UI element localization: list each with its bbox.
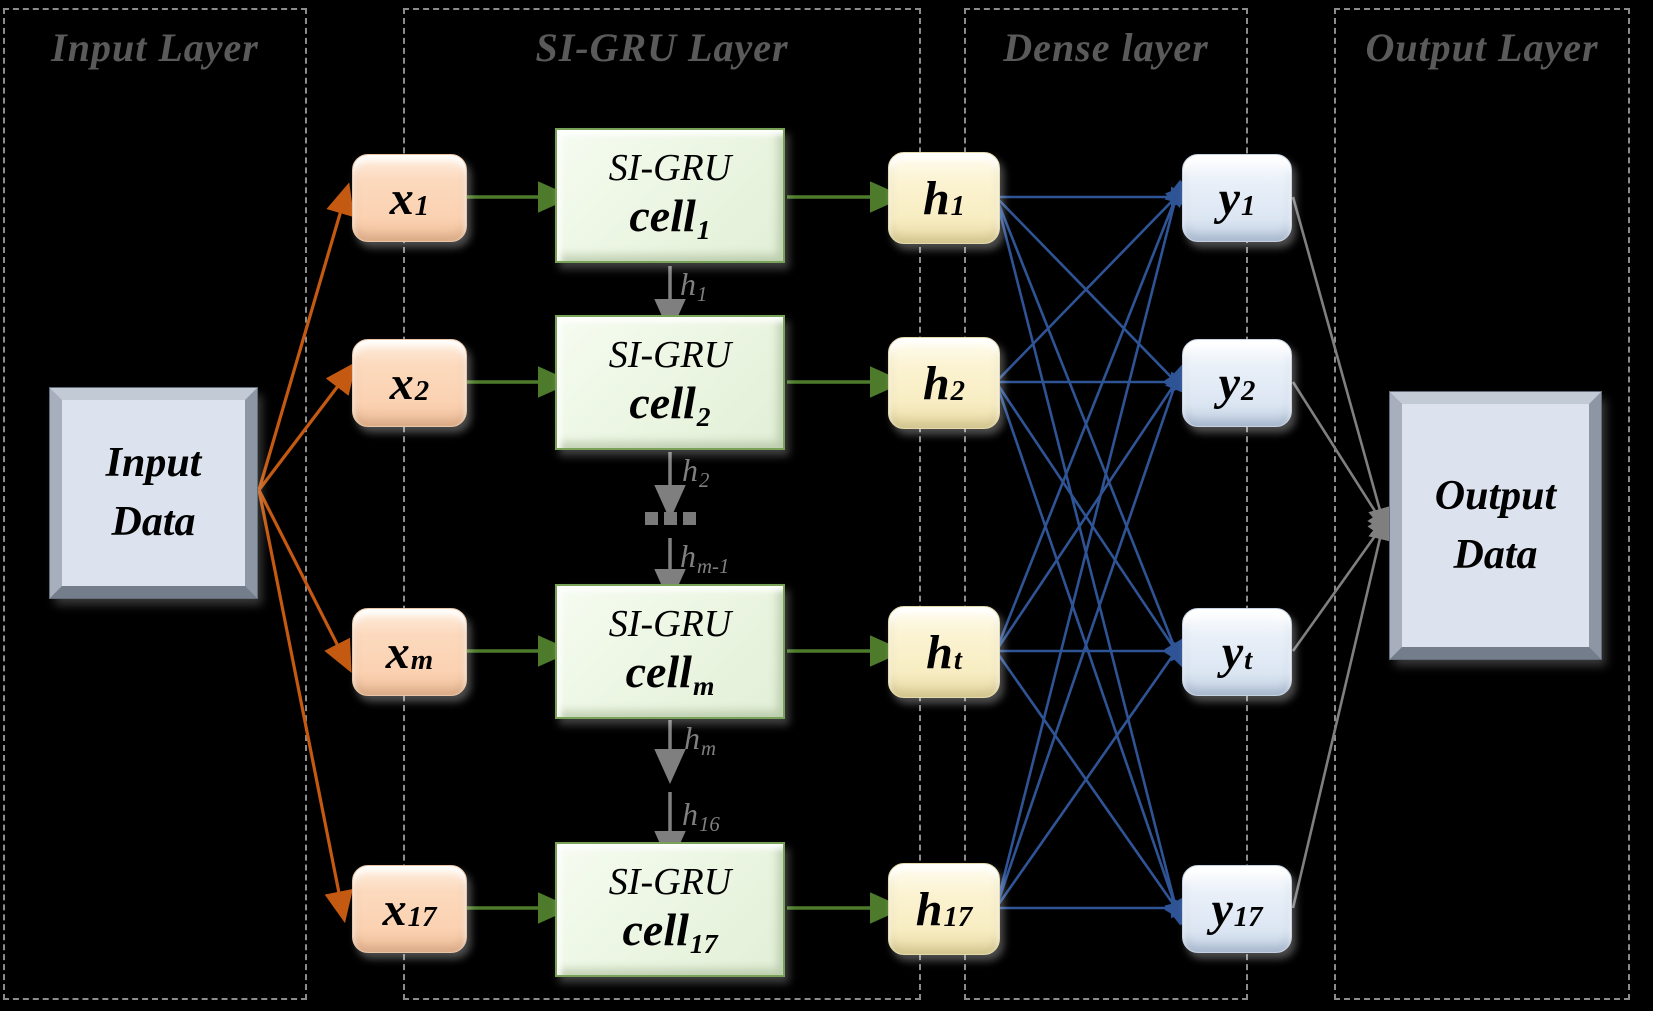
cell2-subscript: 2 — [696, 401, 711, 433]
xm-label: x — [385, 625, 410, 679]
state-label-h2: h2 — [682, 452, 710, 493]
h1-label: h — [922, 171, 950, 225]
x-to-cell-and-cell-to-h-arrows — [467, 181, 905, 924]
output-data-line1: Output — [1434, 472, 1557, 519]
cell2-word: cell — [629, 376, 696, 428]
y1-label: y — [1218, 171, 1240, 225]
x2-label: x — [389, 356, 414, 410]
sigru-layer-title: SI-GRU Layer — [535, 25, 789, 70]
output-connections — [1291, 196, 1393, 909]
state-label-h16: h16 — [682, 796, 720, 837]
h17-label: h — [915, 882, 943, 936]
state-label-hm1: hm-1 — [680, 538, 730, 579]
x17-subscript: 17 — [407, 901, 437, 934]
output-layer-title: Output Layer — [1365, 25, 1599, 70]
input-fanout-arrows — [257, 182, 357, 924]
cellm-word: cell — [625, 645, 692, 697]
y1-subscript: 1 — [1240, 190, 1256, 223]
sigru-cellm-box: SI-GRU cellm — [555, 584, 785, 719]
cell1-subscript: 1 — [696, 214, 711, 246]
cell17-title: SI-GRU — [608, 861, 732, 904]
dense-layer-title: Dense layer — [1003, 25, 1209, 70]
state-label-h1: h1 — [680, 266, 708, 307]
x2-subscript: 2 — [414, 375, 430, 408]
input-data-line2: Data — [111, 499, 196, 545]
yt-subscript: t — [1244, 644, 1253, 677]
y17-subscript: 17 — [1233, 901, 1263, 934]
dense-layer-region — [964, 8, 1248, 1000]
y2-label: y — [1218, 356, 1240, 410]
cell17-name: cell17 — [622, 903, 718, 960]
output-layer-region — [1334, 8, 1630, 1000]
cell1-word: cell — [629, 189, 696, 241]
input-data-line1: Input — [105, 440, 202, 487]
x1-label: x — [389, 171, 414, 225]
cellm-subscript: m — [692, 670, 715, 702]
dense-connections — [994, 179, 1195, 926]
input-layer-title: Input Layer — [51, 25, 259, 70]
output-data-box: Output Data — [1390, 392, 1601, 659]
cellm-title: SI-GRU — [608, 603, 732, 646]
cell1-title: SI-GRU — [608, 147, 732, 190]
cell2-name: cell2 — [629, 376, 711, 433]
output-data-line2: Data — [1453, 531, 1538, 578]
h2-subscript: 2 — [950, 375, 966, 408]
sigru-cell2-box: SI-GRU cell2 — [555, 315, 785, 450]
x17-label: x — [382, 882, 407, 936]
x1-subscript: 1 — [414, 190, 430, 223]
h17-subscript: 17 — [943, 901, 973, 934]
y17-label: y — [1211, 882, 1233, 936]
y2-subscript: 2 — [1240, 375, 1256, 408]
cell17-word: cell — [622, 903, 689, 955]
ht-label: h — [926, 625, 953, 679]
xm-subscript: m — [410, 644, 434, 677]
h1-subscript: 1 — [950, 190, 966, 223]
input-data-box: Input Data — [50, 388, 257, 598]
ellipsis-dots — [645, 512, 696, 525]
h2-label: h — [922, 356, 950, 410]
state-label-hm: hm — [684, 720, 717, 761]
ht-subscript: t — [953, 644, 962, 677]
sigru-cell17-box: SI-GRU cell17 — [555, 842, 785, 977]
cell17-subscript: 17 — [689, 928, 718, 960]
input-layer-region — [3, 8, 307, 1000]
cell1-name: cell1 — [629, 189, 711, 246]
cell2-title: SI-GRU — [608, 334, 732, 377]
sigru-layer-region — [403, 8, 921, 1000]
cellm-name: cellm — [625, 645, 715, 702]
yt-label: y — [1221, 625, 1244, 679]
sigru-cell1-box: SI-GRU cell1 — [555, 128, 785, 263]
